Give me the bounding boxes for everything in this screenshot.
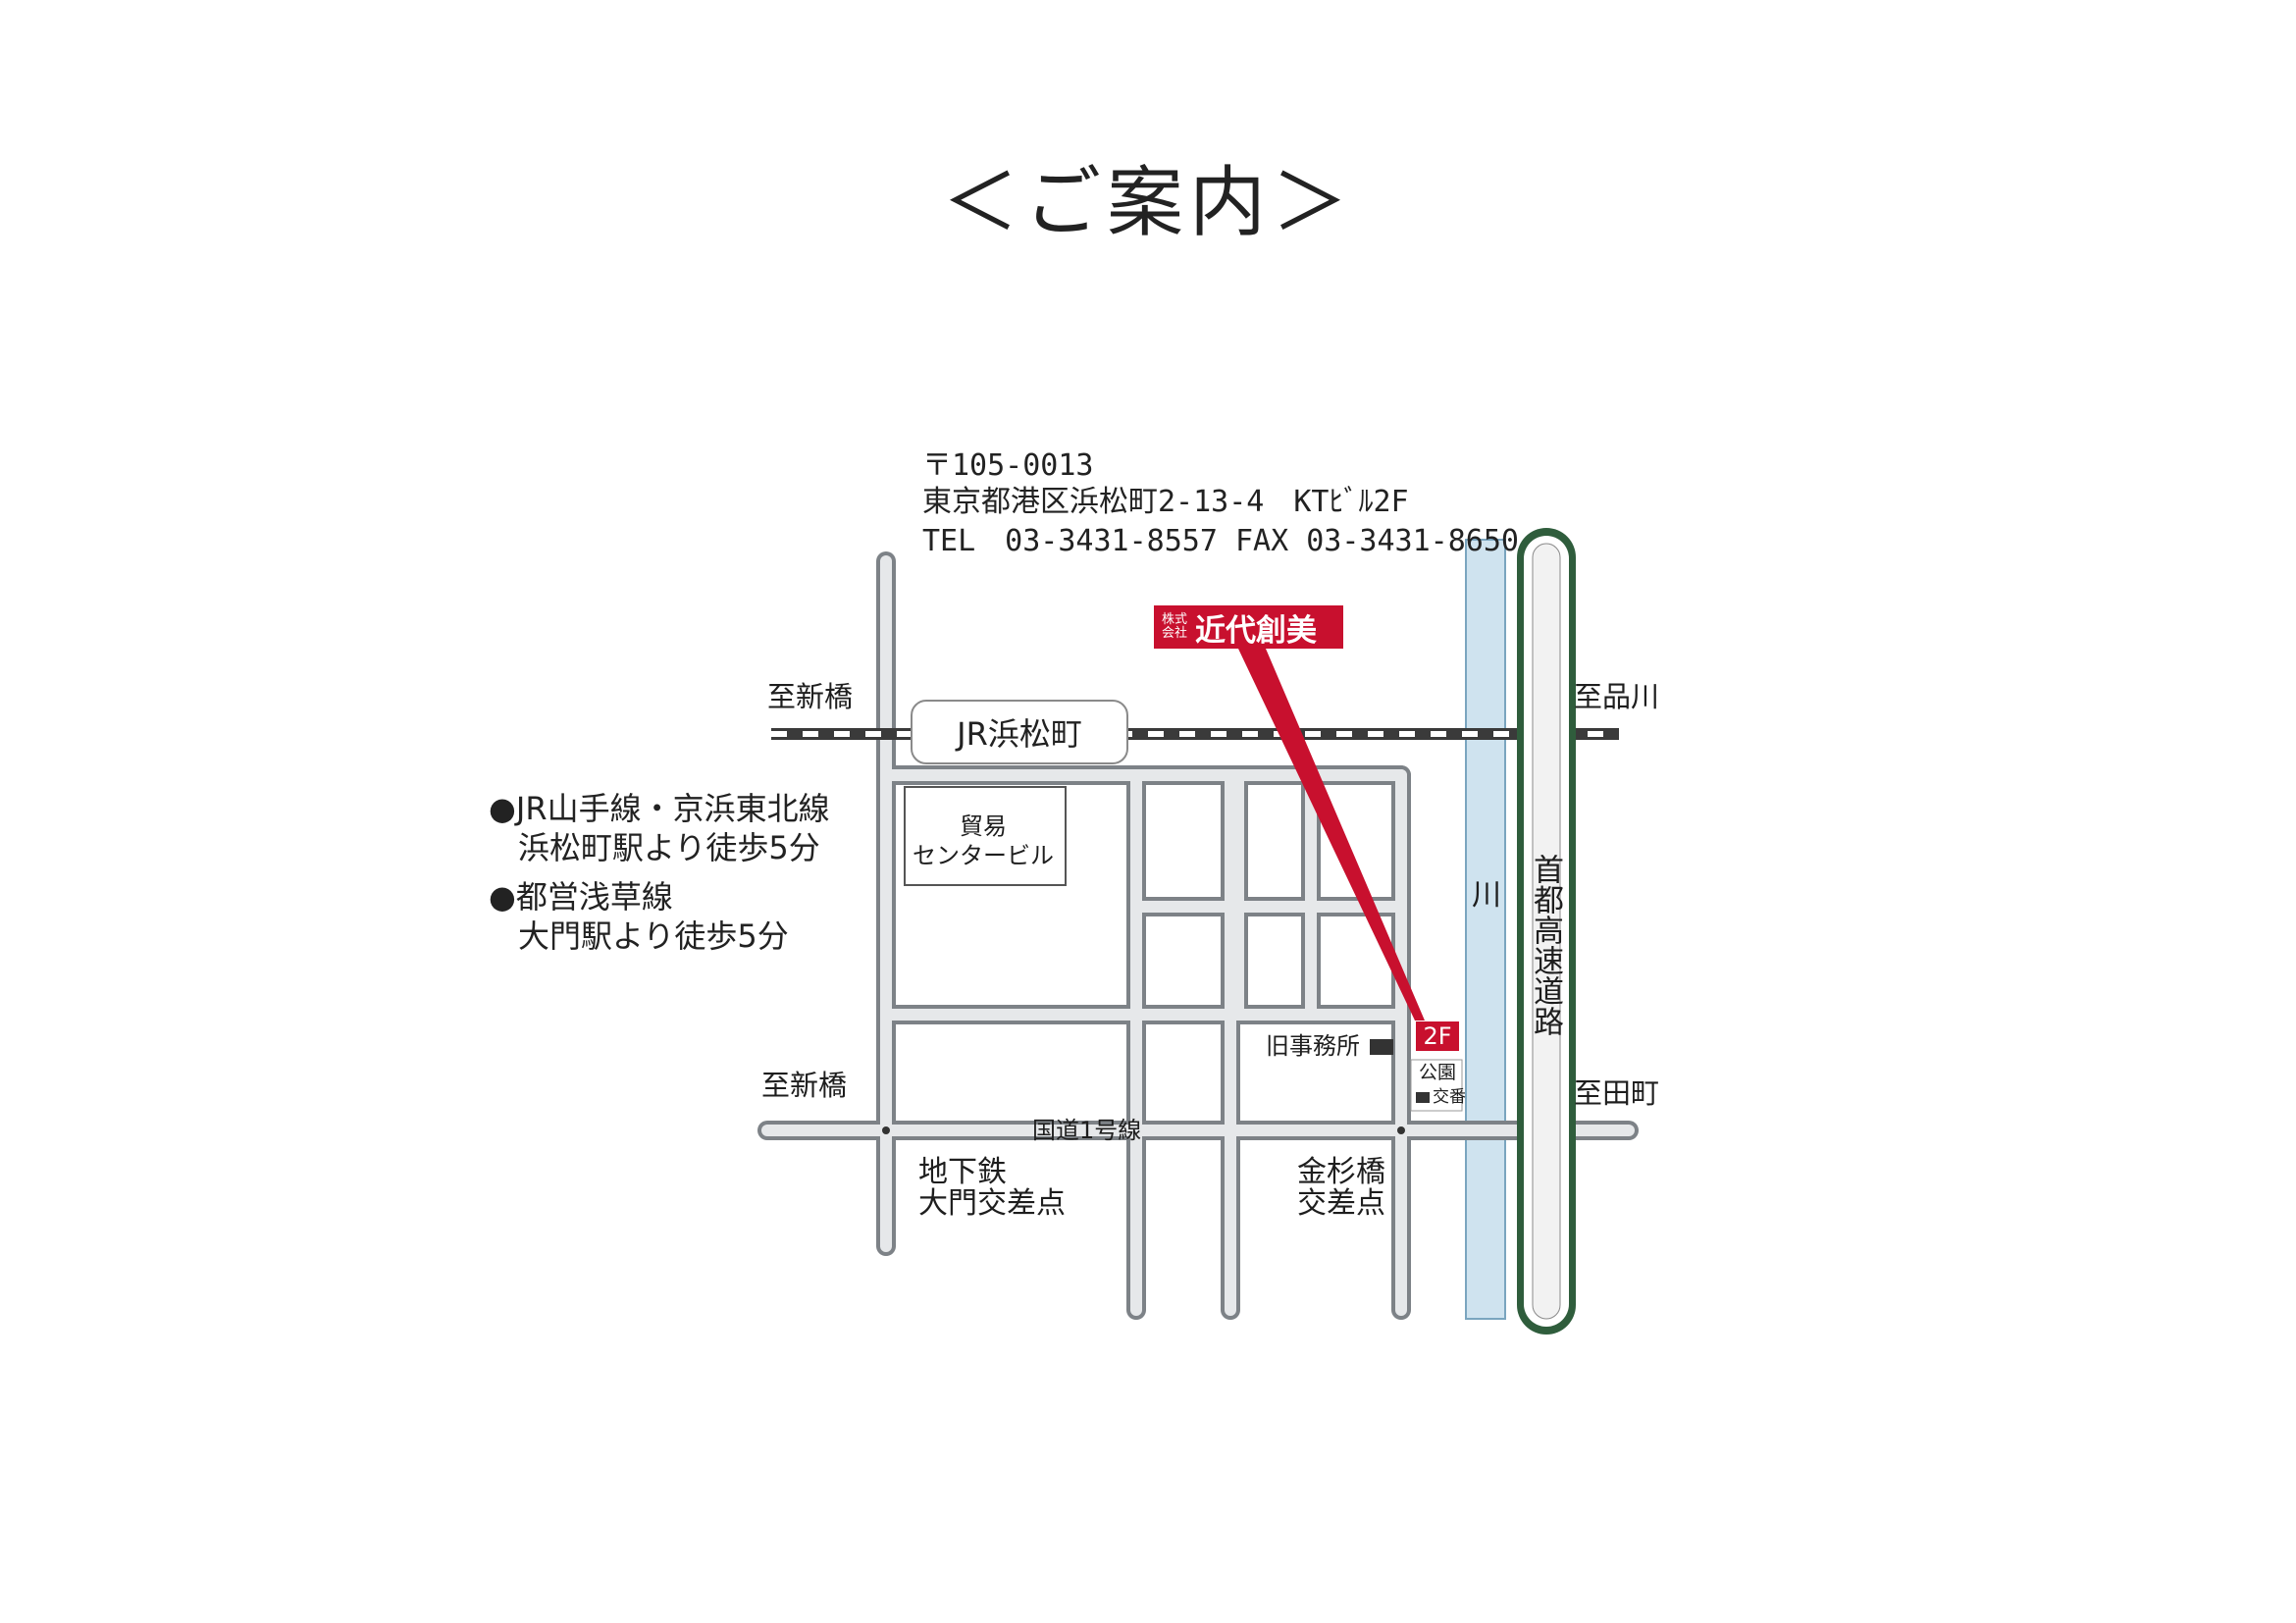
river <box>1465 539 1506 1320</box>
intersection-kanasugi <box>1397 1126 1405 1134</box>
street-address: 東京都港区浜松町2-13-4 KTﾋﾞﾙ2F <box>922 485 1409 519</box>
direction-shinbashi-top: 至新橋 <box>767 680 854 713</box>
old-office-marker <box>1370 1039 1393 1055</box>
direction-tamachi: 至田町 <box>1574 1076 1660 1110</box>
postal-code: 〒105-0013 <box>922 448 1094 483</box>
daimon-label-2: 大門交差点 <box>918 1186 1066 1221</box>
old-office-label: 旧事務所 <box>1266 1034 1393 1058</box>
kanasugi-label-2: 交差点 <box>1297 1186 1385 1221</box>
daimon-label-1: 地下鉄 <box>918 1155 1007 1189</box>
floor-badge: 2F <box>1416 1021 1459 1051</box>
trade-center-building <box>904 786 1067 886</box>
route1-label: 国道1号線 <box>1032 1117 1142 1144</box>
company-badge: 株式 会社 近代創美 <box>1154 605 1343 649</box>
direction-shinagawa: 至品川 <box>1574 680 1660 713</box>
company-prefix: 株式 会社 <box>1162 612 1188 641</box>
trade-center-label-2: センタービル <box>913 842 1054 869</box>
expressway-label: 首都高速道路 <box>1528 854 1563 1036</box>
intersection-daimon <box>882 1126 890 1134</box>
expressway <box>1517 528 1576 1335</box>
access-jr-walk: 浜松町駅より徒歩5分 <box>518 829 820 866</box>
kanasugi-label-1: 金杉橋 <box>1297 1155 1385 1189</box>
direction-shinbashi-bottom: 至新橋 <box>761 1069 848 1102</box>
trade-center-label-1: 貿易 <box>960 812 1007 840</box>
access-jr-line: ●JR山手線・京浜東北線 <box>489 790 830 827</box>
river-label: 川 <box>1472 878 1501 913</box>
page-title: ＜ご案内＞ <box>941 159 1354 247</box>
access-subway-line: ●都営浅草線 <box>489 878 673 916</box>
company-name: 近代創美 <box>1195 612 1318 649</box>
park-label: 公園 <box>1419 1062 1457 1083</box>
company-pointer <box>1238 649 1425 1021</box>
phone-fax: TEL 03-3431-8557 FAX 03-3431-8650 <box>922 524 1519 558</box>
access-subway-walk: 大門駅より徒歩5分 <box>518 917 789 955</box>
koban-marker <box>1416 1091 1430 1103</box>
station-label: JR浜松町 <box>911 700 1128 764</box>
koban-label: 交番 <box>1416 1089 1466 1106</box>
